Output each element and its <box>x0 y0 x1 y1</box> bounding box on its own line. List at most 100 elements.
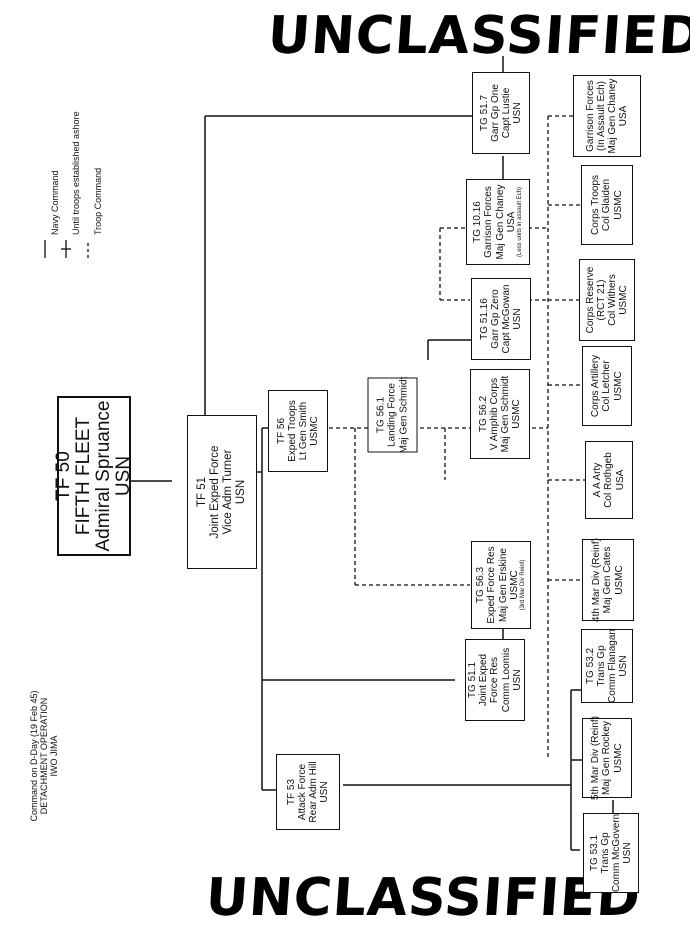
unit-box-corps-artillery: Corps Artillery Col Letcher USMC <box>582 346 632 426</box>
unit-designation: TG 53.2 <box>584 647 596 685</box>
unit-commander: Capt Lustie <box>501 87 512 139</box>
unit-name: Corps Reserve <box>584 266 596 334</box>
unit-designation: TF 50 <box>53 451 75 501</box>
unit-note: (Less units in assault Ech) <box>517 186 524 258</box>
unit-designation: TG 51.7 <box>478 94 490 132</box>
unit-commander: Col Withers <box>607 274 618 326</box>
unit-service: USA <box>614 469 626 491</box>
unit-box-tg563: TG 56.3 Exped Force Res Maj Gen Erskine … <box>471 541 531 629</box>
unit-designation: TF 51 <box>196 476 209 508</box>
unit-box-tg531: TG 53.1 Trans Gp Comm McGovern USN <box>583 813 639 893</box>
unit-commander: Maj Gen Chaney <box>607 78 618 154</box>
unit-designation: TF 56 <box>275 417 287 445</box>
unit-box-tg511: TG 51.1 Joint Exped Force Res Comm Loomi… <box>465 639 525 721</box>
unit-name: Trans Gp <box>599 832 611 874</box>
unit-commander: Maj Gen Cates <box>602 546 614 614</box>
legend-until-ashore: Until troops established ashore <box>71 111 81 235</box>
unit-name: Joint Exped <box>478 653 490 707</box>
unit-commander: Maj Gen Chaney <box>494 184 506 260</box>
unit-commander: Col Rothgeb <box>603 452 615 508</box>
unit-note: (3rd Mar Div Reinf) <box>520 559 527 611</box>
unit-box-tf51: TF 51 Joint Exped Force Vice Adm Turner … <box>187 415 257 569</box>
unit-designation: TG 10.16 <box>472 201 484 243</box>
unit-service: USA <box>618 105 630 127</box>
unit-commander: Comm McGovern <box>611 813 622 893</box>
unit-name: Garrison Forces <box>584 80 596 152</box>
unit-name: V Amphib Corps <box>488 377 500 451</box>
unit-service: USN <box>319 781 331 803</box>
unit-name: Garrison Forces <box>483 186 495 258</box>
unit-service: USMC <box>309 416 321 446</box>
unit-box-tg5116: TG 51.16 Garr Gp Zero Capt McGowan USN <box>471 278 531 360</box>
unit-commander: Maj Gen Schmidt <box>500 375 511 453</box>
unit-service: USN <box>511 669 523 691</box>
unit-box-tf53: TF 53 Attack Force Rear Adm Hill USN <box>276 754 340 830</box>
unit-commander: Col Glaiden <box>601 178 613 232</box>
unit-service: USN <box>622 842 634 864</box>
unit-name: Garr Gp Zero <box>489 289 501 349</box>
unit-designation: TG 53.1 <box>588 834 600 872</box>
unit-service: USMC <box>613 565 625 595</box>
classification-stamp-top: UNCLASSIFIED <box>265 6 690 66</box>
unit-box-tg532: TG 53.2 Trans Gp Comm Flanagan USN <box>581 629 633 703</box>
caption-line-2: DETACHMENT OPERATION <box>38 697 49 815</box>
unit-commander: Capt McGowan <box>501 284 512 354</box>
unit-box-tf56: TF 56 Exped Troops Lt Gen Smith USMC <box>268 390 328 472</box>
unit-box-4th-mar-div: 4th Mar Div (Reinf) Maj Gen Cates USMC <box>582 538 634 622</box>
unit-name: Garr Gp One <box>489 84 501 142</box>
unit-service: USN <box>234 479 247 505</box>
unit-name-2: Force Res <box>489 656 501 704</box>
unit-name: Exped Force Res <box>486 546 498 624</box>
unit-box-tf50: TF 50 FIFTH FLEET Admiral Spruance USN <box>53 396 134 556</box>
unit-name: 4th Mar Div (Reinf) <box>591 538 603 622</box>
unit-service: USMC <box>618 285 630 315</box>
unit-name-2: (RCT 21) <box>595 279 607 321</box>
unit-commander: Admiral Spruance <box>93 400 114 552</box>
unit-service: USN <box>512 308 524 330</box>
unit-service: USN <box>512 102 524 124</box>
unit-designation: TF 53 <box>285 778 297 806</box>
unit-box-tg562: TG 56.2 V Amphib Corps Maj Gen Schmidt U… <box>470 369 530 459</box>
unit-commander: Maj Gen Rockey <box>601 721 613 795</box>
unit-commander: Maj Gen Erskine <box>497 548 509 622</box>
unit-commander: Rear Adm Hill <box>308 761 319 823</box>
unit-box-tg517: TG 51.7 Garr Gp One Capt Lustie USN <box>472 72 530 154</box>
caption-line-3: IWO JIMA <box>49 735 60 777</box>
unit-service: USMC <box>612 743 624 773</box>
unit-box-garrison-forces: Garrison Forces (In Assault Ech) Maj Gen… <box>573 75 641 157</box>
unit-name: Exped Troops <box>286 400 298 462</box>
unit-designation: TG 51.16 <box>478 298 490 340</box>
unit-box-tg1016: TG 10.16 Garrison Forces Maj Gen Chaney … <box>466 179 530 265</box>
unit-name: Landing Force <box>386 383 398 447</box>
caption-line-1: Command on D-Day (19 Feb 45) <box>28 690 39 822</box>
unit-commander: Lt Gen Smith <box>298 401 309 461</box>
unit-box-5th-mar-div: 5th Mar Div (Reinf) Maj Gen Rockey USMC <box>582 716 632 800</box>
legend-troop-command: Troop Command <box>93 167 103 235</box>
unit-name: Corps Artillery <box>590 354 602 418</box>
unit-commander: Vice Adm Turner <box>222 449 234 535</box>
unit-service: USN <box>112 455 134 497</box>
unit-box-corps-reserve: Corps Reserve (RCT 21) Col Withers USMC <box>579 259 635 341</box>
unit-service: USA <box>505 211 517 233</box>
unit-service: USN <box>618 655 630 677</box>
unit-box-aa-arty: A A Arty Col Rothgeb USA <box>585 441 633 519</box>
unit-designation: TG 56.1 <box>375 396 387 434</box>
unit-name: FIFTH FLEET <box>73 416 95 536</box>
unit-name: Joint Exped Force <box>209 445 222 539</box>
chart-caption: Command on D-Day (19 Feb 45) DETACHMENT … <box>20 686 68 826</box>
unit-commander: Maj Gen Schmidt <box>398 376 410 454</box>
legend-navy-command: Navy Command <box>50 170 60 235</box>
unit-commander: Col Letcher <box>601 360 613 412</box>
unit-service: USMC <box>508 570 520 600</box>
unit-designation: TG 56.2 <box>477 395 489 433</box>
unit-commander: Comm Loomis <box>500 647 512 713</box>
unit-name: Corps Troops <box>590 174 602 236</box>
unit-designation: TG 56.3 <box>475 566 487 604</box>
unit-box-tg561: TG 56.1 Landing Force Maj Gen Schmidt <box>367 376 418 454</box>
unit-service: USMC <box>511 399 523 429</box>
unit-service: USMC <box>612 190 624 220</box>
unit-service: USMC <box>612 371 624 401</box>
unit-name: 5th Mar Div (Reinf) <box>590 716 602 800</box>
unit-box-corps-troops: Corps Troops Col Glaiden USMC <box>581 165 633 245</box>
unit-commander: Comm Flanagan <box>607 629 618 703</box>
